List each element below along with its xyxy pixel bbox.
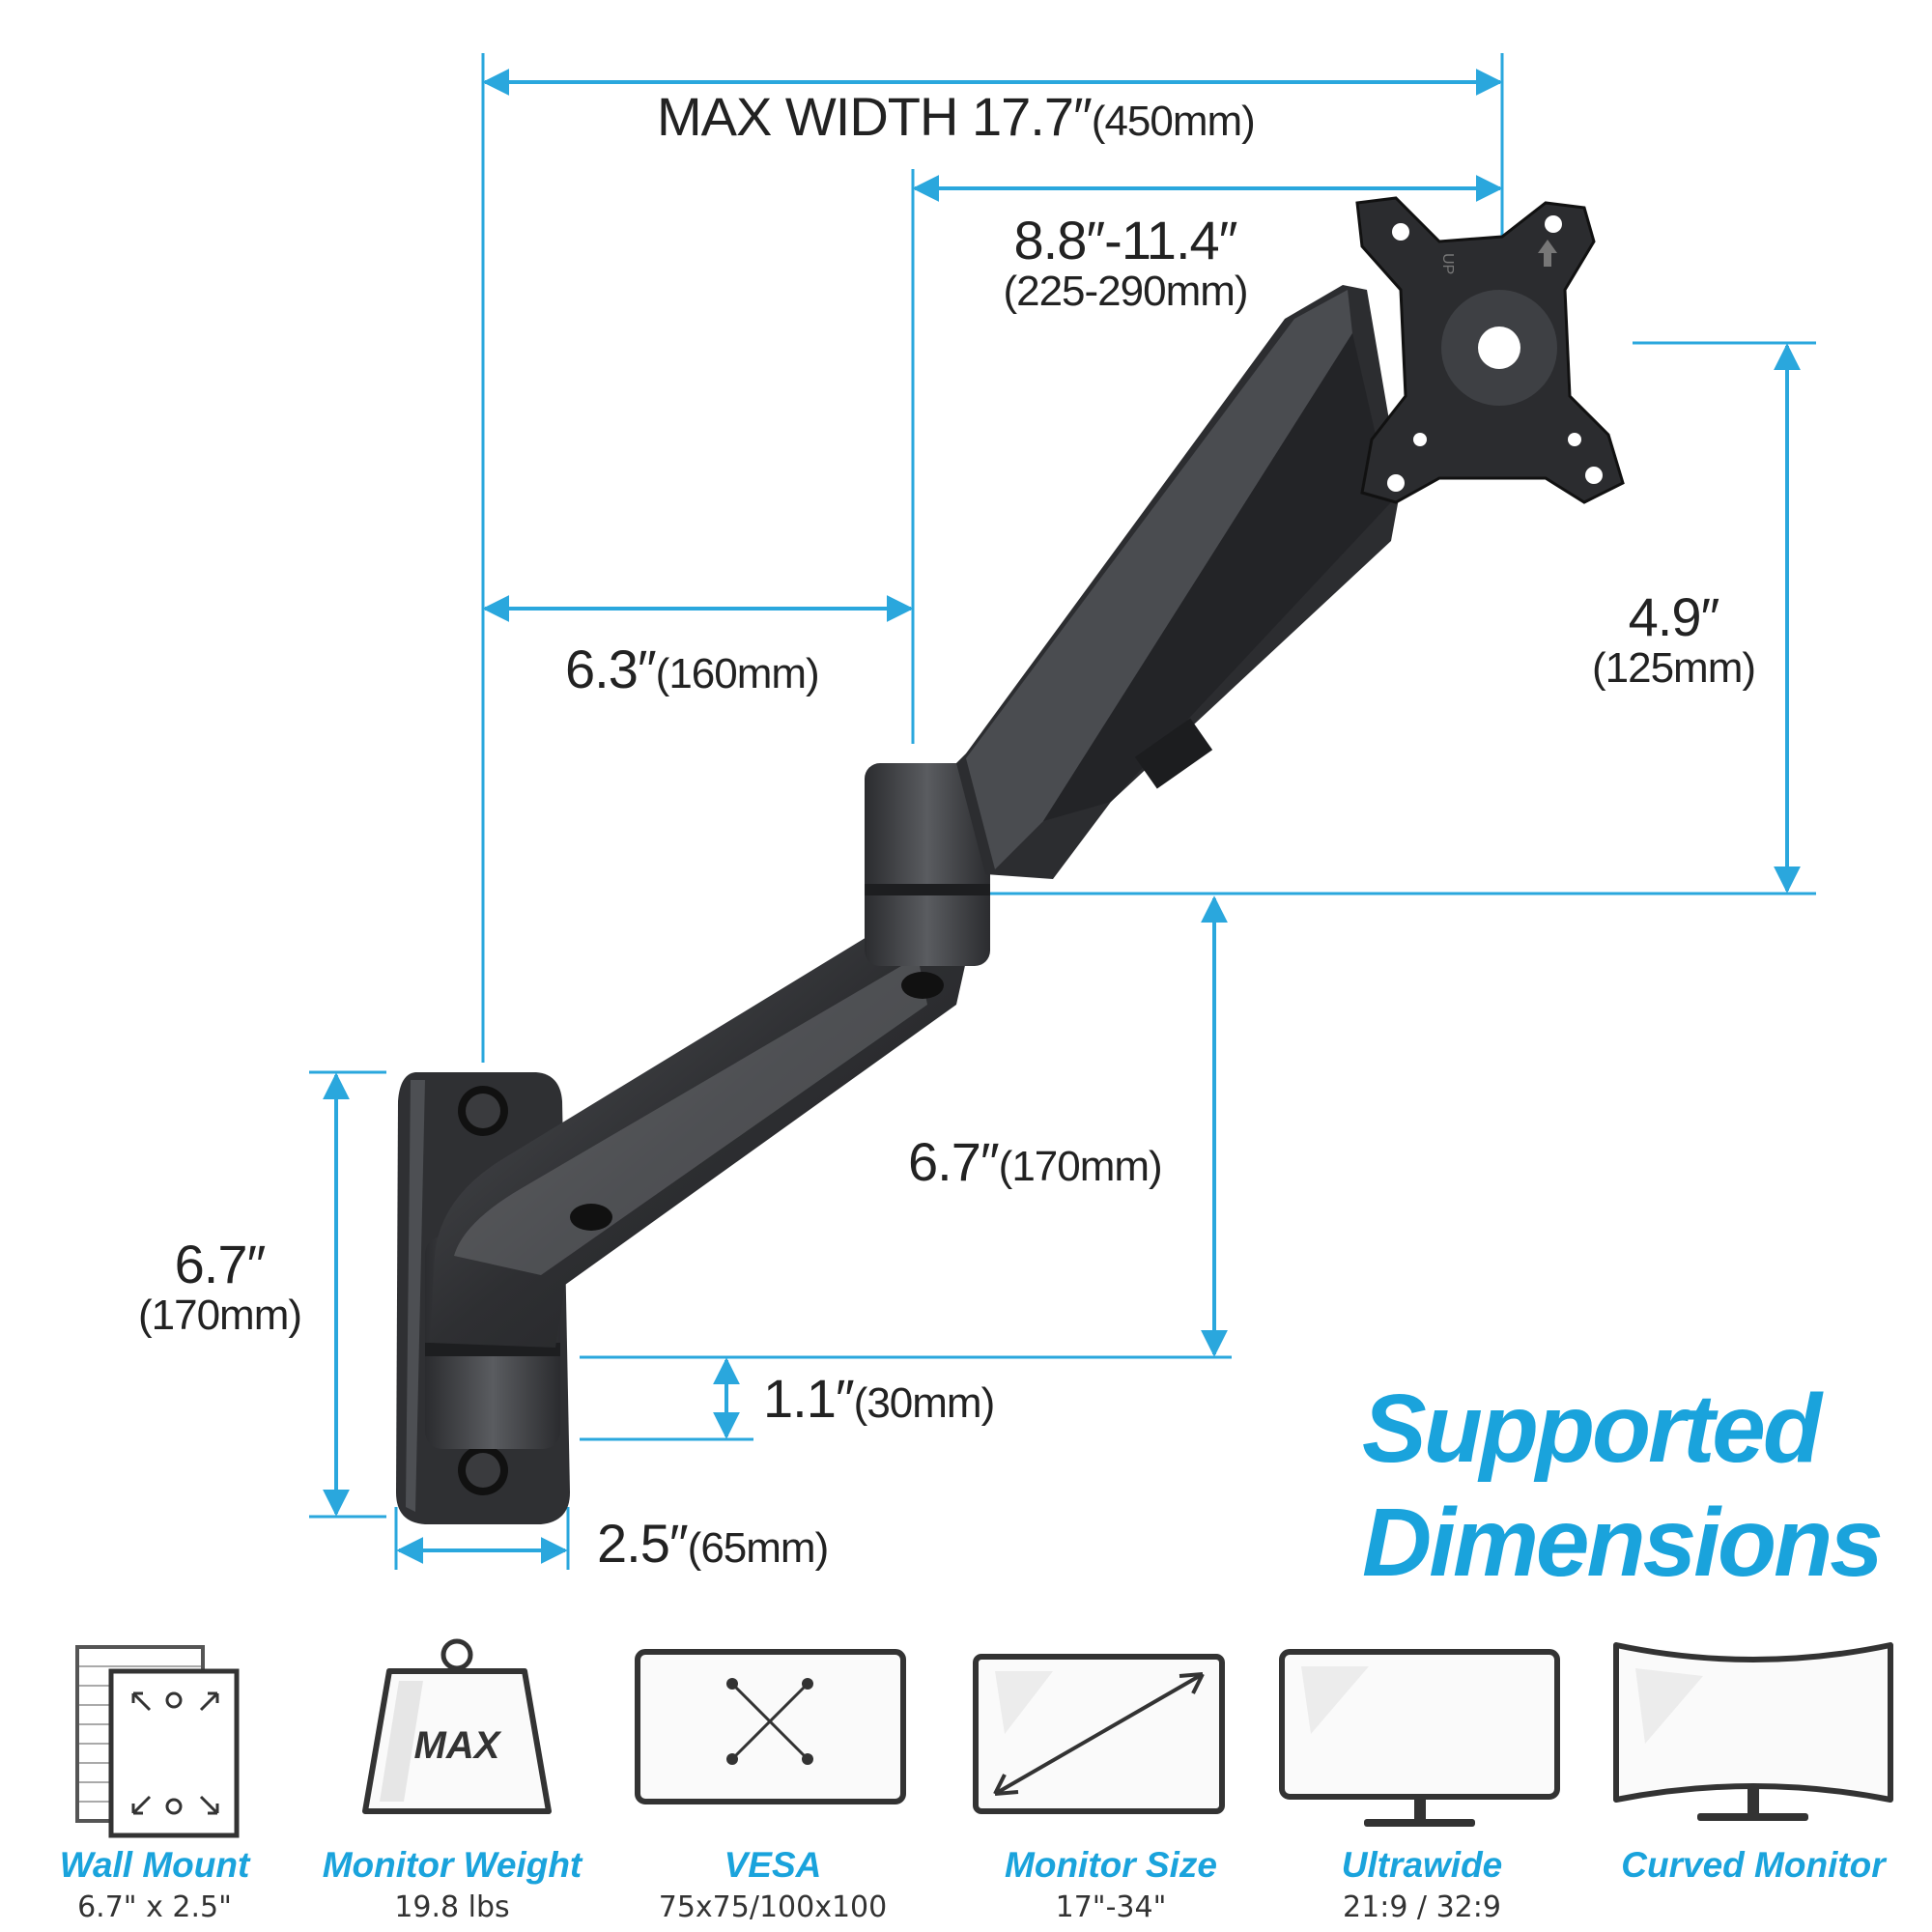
feature-title: Wall Mount: [59, 1845, 250, 1885]
vesa-height-label: 4.9″ (125mm): [1591, 586, 1756, 692]
feature-title: Monitor Weight: [322, 1845, 582, 1885]
feature-value: 6.7" x 2.5": [77, 1890, 232, 1924]
guide-lines: [309, 53, 1816, 1570]
max-width-label: MAX WIDTH 17.7″(450mm): [657, 86, 1256, 147]
feature-value: 75x75/100x100: [658, 1890, 888, 1924]
feature-value: 19.8 lbs: [394, 1890, 510, 1924]
ultrawide-icon: [1279, 1649, 1560, 1827]
feature-vesa: VESA 75x75/100x100: [628, 1628, 918, 1932]
feature-value: 17"-34": [1055, 1890, 1167, 1924]
feature-wall-mount: Wall Mount 6.7" x 2.5": [10, 1628, 299, 1932]
headline-line-1: Supported: [1362, 1375, 1822, 1483]
elbow-pivot: [865, 763, 990, 966]
curved-monitor-icon: [1613, 1642, 1893, 1821]
dimension-arrows: [323, 69, 1801, 1564]
feature-title: VESA: [724, 1845, 822, 1885]
first-arm-label: 6.3″(160mm): [565, 639, 820, 699]
feature-title: Ultrawide: [1341, 1845, 1503, 1885]
feature-title: Curved Monitor: [1621, 1845, 1886, 1885]
feature-title: Monitor Size: [1005, 1845, 1217, 1885]
weight-icon: MAX: [362, 1638, 552, 1814]
wall-mount-icon: [75, 1645, 240, 1838]
wall-plate-height-label: 6.7″ (170mm): [137, 1234, 302, 1339]
feature-monitor-size: Monitor Size 17"-34": [966, 1628, 1256, 1932]
second-arm-height-label: 6.7″(170mm): [908, 1131, 1163, 1192]
feature-curved-monitor: Curved Monitor: [1608, 1628, 1898, 1932]
vesa-icon: [635, 1649, 906, 1804]
plate-up-marking: UP: [1439, 253, 1456, 274]
upper-arm: [956, 285, 1401, 879]
monitor-size-icon: [973, 1654, 1225, 1814]
feature-monitor-weight: MAX Monitor Weight 19.8 lbs: [307, 1628, 597, 1932]
feature-ultrawide: Ultrawide 21:9 / 32:9: [1277, 1628, 1567, 1932]
weight-badge: MAX: [414, 1724, 502, 1767]
bottom-offset-label: 1.1″(30mm): [763, 1368, 995, 1429]
headline: Supported Dimensions: [1362, 1372, 1884, 1600]
plate-reach-label: 8.8″-11.4″ (225-290mm): [1003, 210, 1248, 315]
wall-plate-width-label: 2.5″(65mm): [597, 1513, 829, 1574]
vesa-plate: UP: [1355, 196, 1625, 504]
feature-value: 21:9 / 32:9: [1343, 1890, 1501, 1924]
headline-line-2: Dimensions: [1362, 1489, 1884, 1597]
feature-row: Wall Mount 6.7" x 2.5" MAX Monitor Weigh…: [0, 1628, 1932, 1932]
lower-arm: [430, 903, 976, 1348]
mount-illustration: UP: [309, 53, 1816, 1570]
